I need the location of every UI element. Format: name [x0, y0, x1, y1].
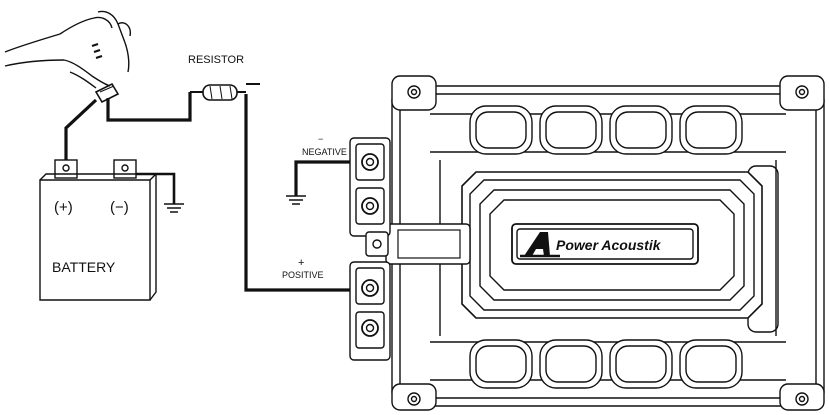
ground-icon: [164, 203, 184, 213]
resistor-icon: [190, 83, 260, 101]
hand-icon: [4, 10, 132, 104]
ground-icon: [286, 195, 306, 205]
battery-plus-label: (+): [54, 199, 73, 216]
battery-minus-label: (−): [110, 199, 129, 216]
resistor-label: RESISTOR: [188, 54, 244, 66]
positive-label: POSITIVE: [282, 270, 324, 280]
brand-name: Power Acoustik: [556, 237, 662, 253]
brand-logo: Power Acoustik: [520, 232, 662, 258]
battery-icon: [39, 159, 157, 301]
positive-sign: +: [298, 257, 304, 269]
negative-label: NEGATIVE: [302, 147, 347, 157]
battery-label: BATTERY: [52, 259, 116, 275]
capacitor-icon: [349, 75, 825, 411]
negative-sign: −: [318, 134, 323, 144]
